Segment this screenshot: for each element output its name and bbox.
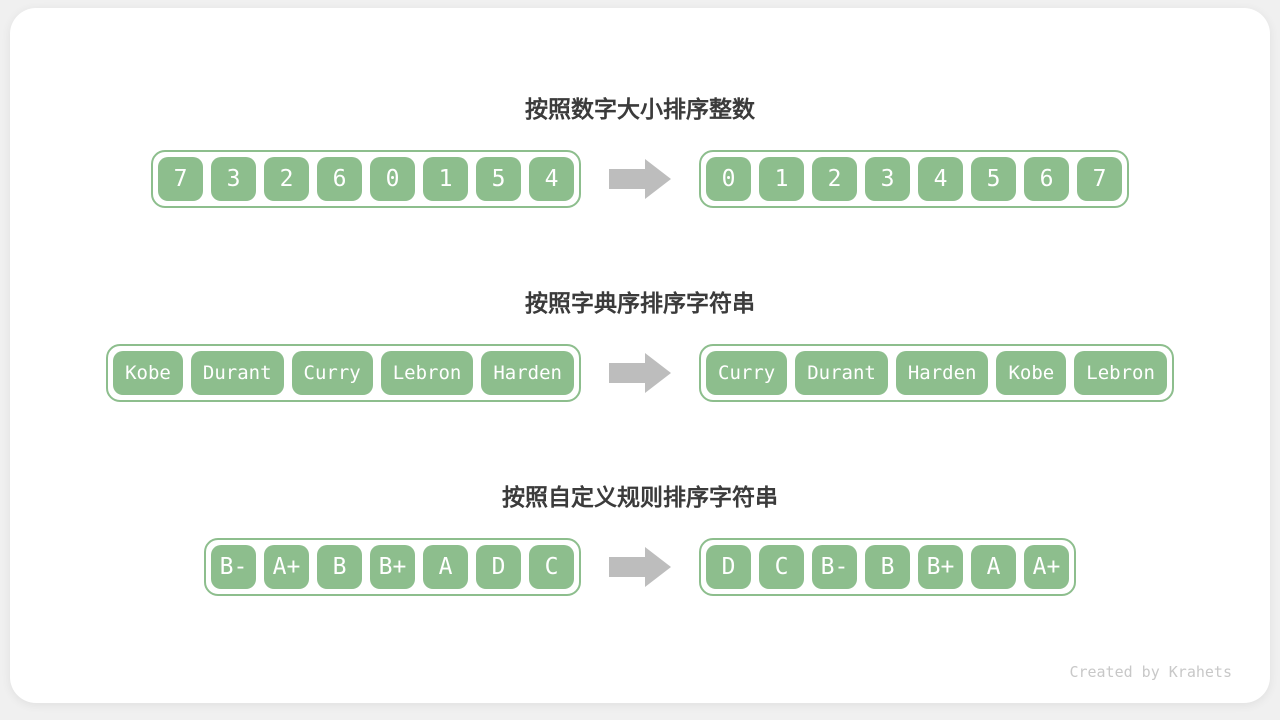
array-cell: 7 bbox=[1077, 157, 1122, 201]
array-cell: A bbox=[971, 545, 1016, 589]
array-cell: 4 bbox=[529, 157, 574, 201]
right-block-arrow-icon bbox=[609, 156, 671, 202]
array-cell: C bbox=[529, 545, 574, 589]
array-cell: A+ bbox=[1024, 545, 1069, 589]
array-cell: Harden bbox=[895, 351, 989, 395]
row-title: 按照字典序排序字符串 bbox=[525, 290, 755, 316]
array-cell: Lebron bbox=[380, 351, 474, 395]
array-cell: 2 bbox=[264, 157, 309, 201]
array-cell: 2 bbox=[812, 157, 857, 201]
array-cell: Lebron bbox=[1074, 351, 1167, 395]
array-cell: B+ bbox=[370, 545, 415, 589]
row-title: 按照数字大小排序整数 bbox=[525, 96, 755, 122]
array-cell: Kobe bbox=[113, 351, 183, 395]
array-cell: Kobe bbox=[996, 351, 1067, 395]
array-cell: A bbox=[423, 545, 468, 589]
array-cell: Curry bbox=[291, 351, 373, 395]
array-cell: Curry bbox=[706, 351, 788, 395]
array-cell: D bbox=[476, 545, 521, 589]
array-cell: 6 bbox=[317, 157, 362, 201]
row-title: 按照自定义规则排序字符串 bbox=[502, 484, 778, 510]
array-cell: 0 bbox=[706, 157, 751, 201]
array-cell: C bbox=[759, 545, 804, 589]
array-cell: 6 bbox=[1024, 157, 1069, 201]
credit-text: Created by Krahets bbox=[1069, 663, 1232, 681]
array-cell: 7 bbox=[158, 157, 203, 201]
right-block-arrow-icon bbox=[609, 350, 671, 396]
right-block-arrow-icon bbox=[609, 544, 671, 590]
array-cell: B- bbox=[211, 545, 256, 589]
array-cell: D bbox=[706, 545, 751, 589]
array-cell: 5 bbox=[476, 157, 521, 201]
array-cell: 3 bbox=[865, 157, 910, 201]
array-cell: 4 bbox=[918, 157, 963, 201]
array-cell: Durant bbox=[795, 351, 888, 395]
array-cell: B- bbox=[812, 545, 857, 589]
array-cell: 1 bbox=[423, 157, 468, 201]
array-cell: 3 bbox=[211, 157, 256, 201]
array-cell: B bbox=[317, 545, 362, 589]
array-cell: A+ bbox=[264, 545, 309, 589]
array-cell: B bbox=[865, 545, 910, 589]
array-cell: Harden bbox=[481, 351, 574, 395]
array-cell: 0 bbox=[370, 157, 415, 201]
array-cell: 1 bbox=[759, 157, 804, 201]
array-cell: Durant bbox=[190, 351, 284, 395]
array-cell: B+ bbox=[918, 545, 963, 589]
array-cell: 5 bbox=[971, 157, 1016, 201]
